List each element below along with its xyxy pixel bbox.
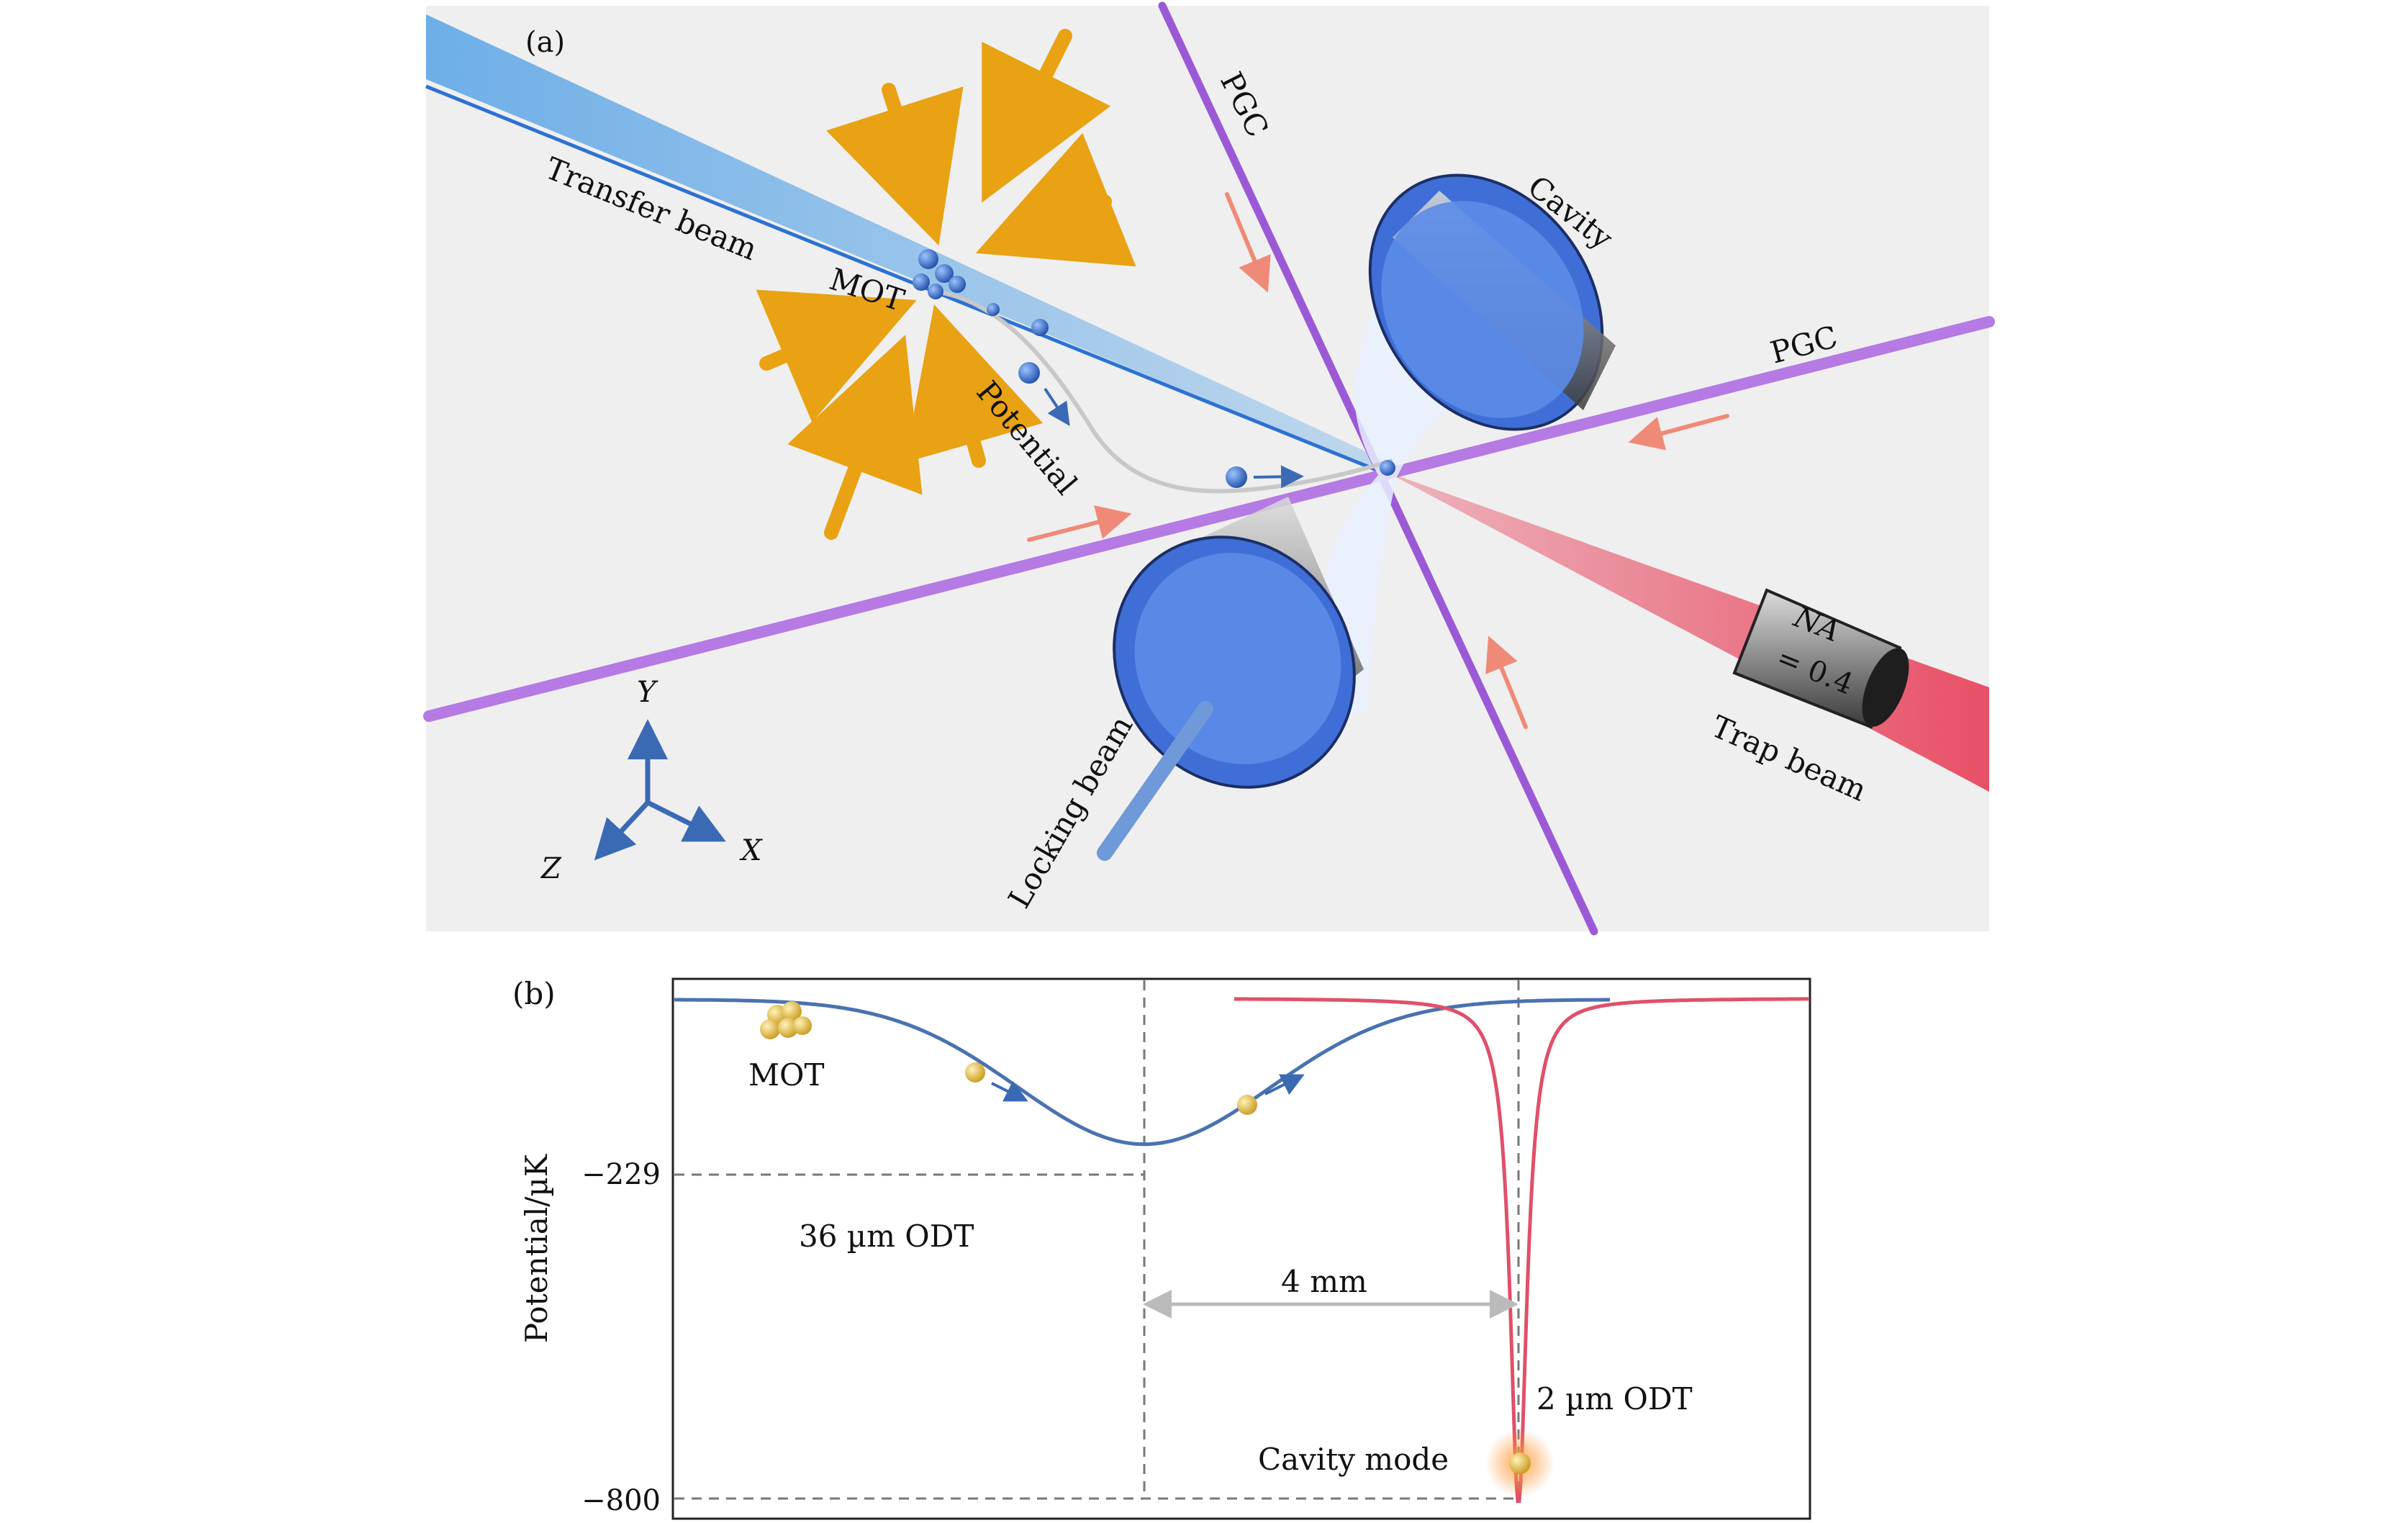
locking-beam — [1097, 701, 1213, 861]
coordinate-axes — [594, 719, 726, 861]
cavity-mirror-lower — [1113, 497, 1364, 789]
panel-a-tag: (a) — [525, 26, 565, 59]
flow-arrow-right — [1628, 414, 1729, 451]
pgc-beam-horizontal — [423, 316, 1995, 722]
na-objective: NA = 0.4 — [1732, 588, 1909, 729]
mot-arrow-1 — [826, 83, 964, 246]
odt2-label: 2 µm ODT — [1536, 1381, 1693, 1416]
panel-b: (b) Potential/µK −229 −800 4 mm — [512, 976, 1811, 1520]
panel-a: (a) NA = 0.4 — [423, 1, 1995, 936]
distance-label: 4 mm — [1281, 1264, 1367, 1299]
atom-ball-1 — [965, 1062, 985, 1083]
flow-arrow-left — [1027, 505, 1132, 542]
pgc-flow-arrows — [1027, 192, 1729, 729]
z-axis-label: Z — [540, 852, 562, 885]
atom-moving-1 — [1018, 362, 1040, 384]
mot-arrow-3 — [975, 132, 1136, 267]
atom-ball-arrow-1 — [991, 1080, 1028, 1102]
plot-frame — [671, 977, 1811, 1520]
odt36-label: 36 µm ODT — [799, 1219, 974, 1254]
atom-ball-arrow-2 — [1264, 1074, 1305, 1095]
mot-arrow-5 — [904, 304, 1044, 468]
guide-lines — [674, 980, 1520, 1500]
atom-arrow-2 — [1253, 465, 1304, 489]
z-axis-arrow — [594, 800, 651, 861]
x-axis-label: X — [739, 834, 763, 867]
cavity-mode-atom — [1509, 1452, 1531, 1474]
mot-arrow-6 — [787, 335, 923, 540]
mot-arrow-2 — [982, 29, 1111, 203]
mot-atom-cluster — [760, 1001, 812, 1039]
atom-arrow-1 — [1044, 387, 1070, 426]
y-axis-label: Y — [637, 676, 658, 709]
curve-2um-odt — [1234, 997, 1809, 1504]
y-axis-title: Potential/µK — [519, 1153, 554, 1343]
panel-b-tag: (b) — [512, 976, 556, 1011]
mot-label-b: MOT — [748, 1057, 824, 1093]
flow-arrow-top — [1225, 192, 1271, 293]
curve-36um-odt — [674, 998, 1610, 1147]
cavity-mode-label: Cavity mode — [1258, 1442, 1449, 1477]
mot-arrows — [756, 29, 1136, 540]
atom-ball-2 — [1237, 1095, 1257, 1115]
flow-arrow-bottom — [1485, 636, 1528, 729]
ytick-800: −800 — [581, 1484, 661, 1517]
trapped-atom — [1380, 460, 1395, 476]
atom-moving-2 — [1226, 466, 1247, 488]
ytick-229: −229 — [581, 1158, 661, 1191]
x-axis-arrow — [645, 800, 726, 842]
cavity-mirror-upper — [1368, 173, 1616, 431]
